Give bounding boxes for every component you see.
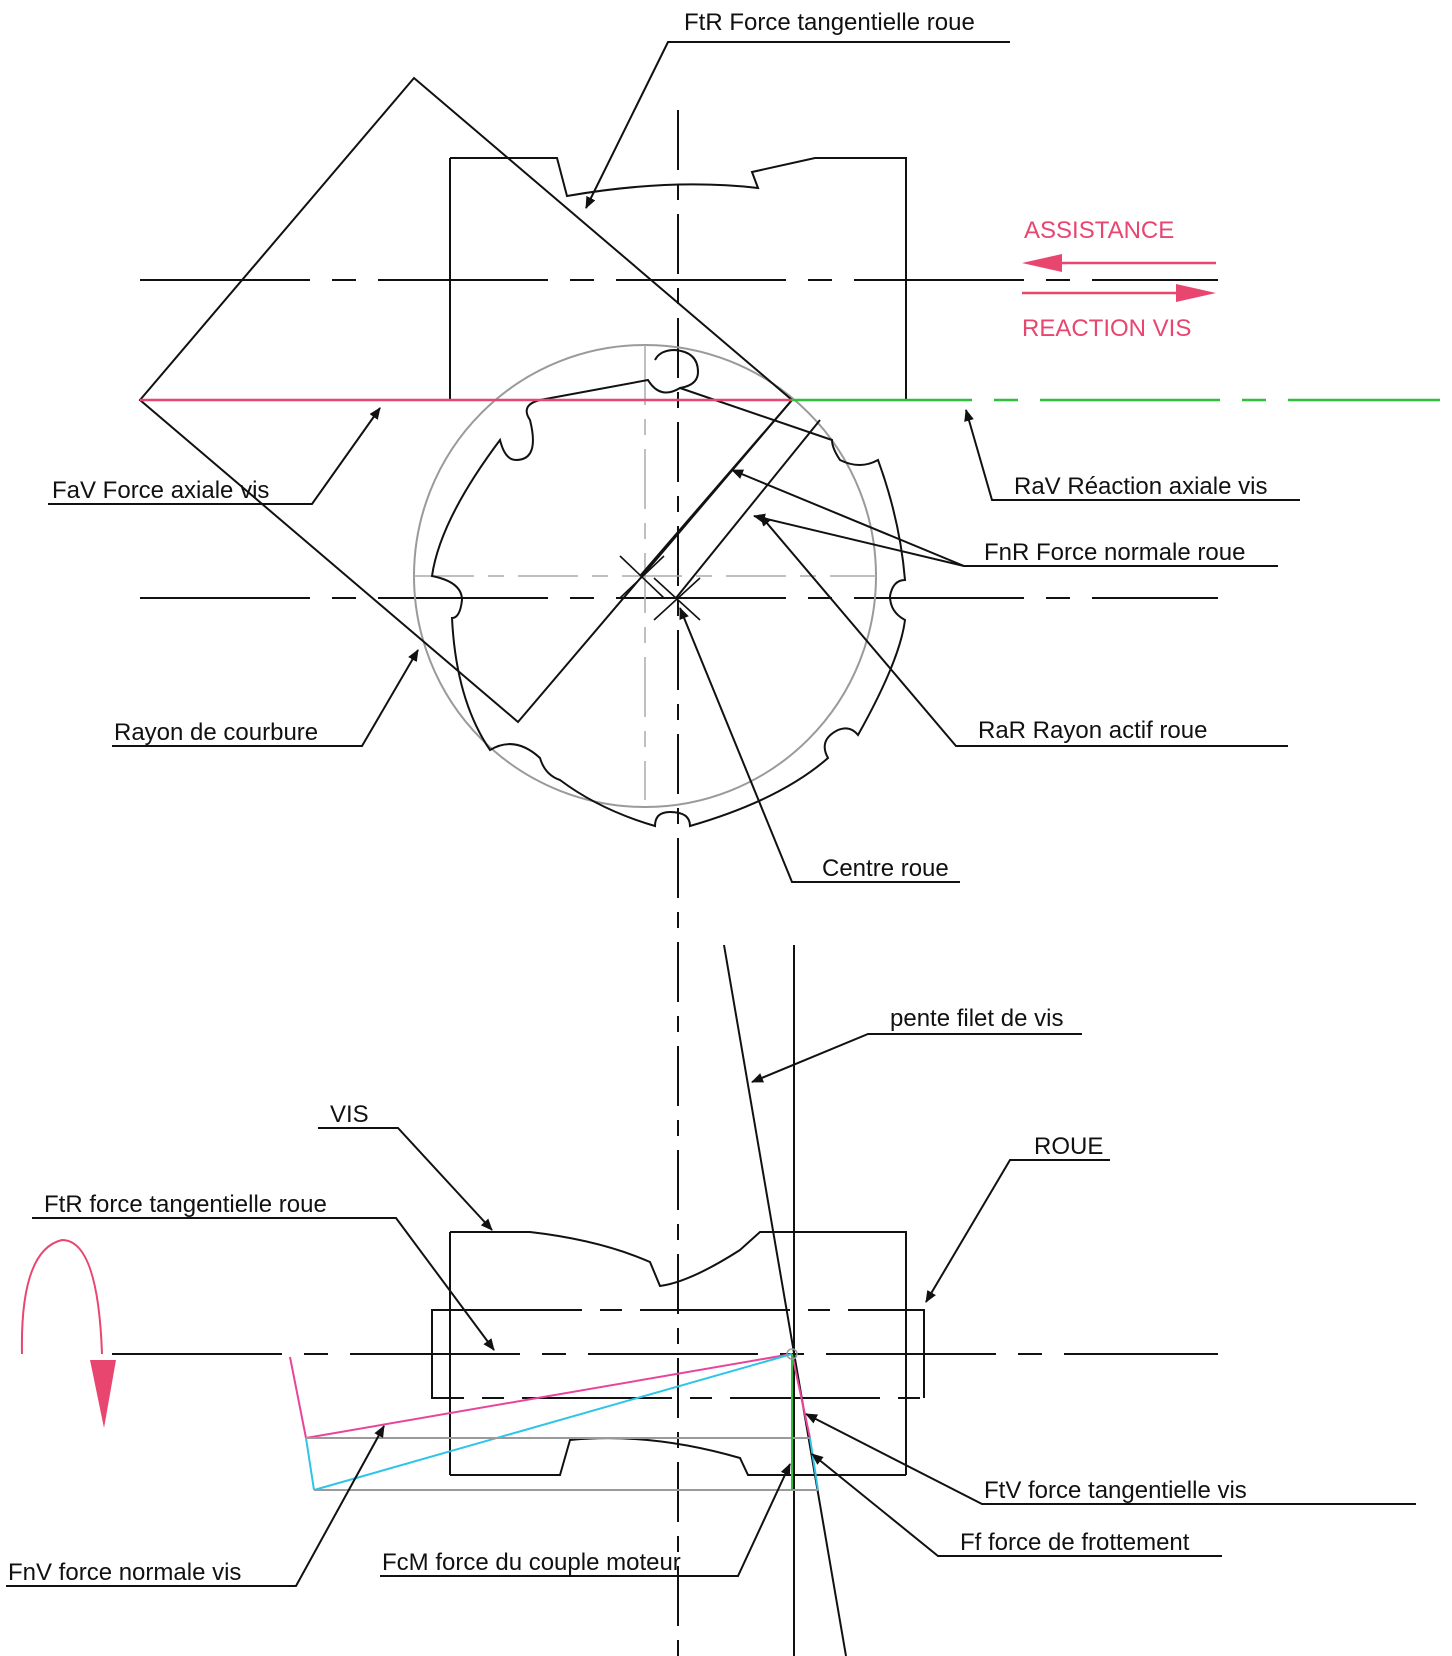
leader-vis <box>318 1127 493 1231</box>
leader-rav <box>964 409 1300 501</box>
worm-body-bottom-bottom-edge <box>450 1437 906 1476</box>
label-fav: FaV Force axiale vis <box>52 477 269 504</box>
reaction-vis-arrow <box>1022 284 1216 302</box>
contact-point <box>786 1348 798 1360</box>
fnv-cyan-line <box>313 1353 793 1491</box>
label-reaction-vis: REACTION VIS <box>1022 315 1191 342</box>
leader-rar <box>759 514 1288 747</box>
label-pente-filet: pente filet de vis <box>890 1005 1063 1032</box>
top-view <box>48 41 1440 1656</box>
polygon-cyan-side <box>305 1437 315 1491</box>
label-vis: VIS <box>330 1101 369 1128</box>
leader-fnv <box>6 1425 385 1587</box>
label-fnv: FnV force normale vis <box>8 1559 241 1586</box>
leader-fnr-2 <box>753 513 965 567</box>
leader-pente-filet <box>751 1033 1082 1083</box>
fnv-magenta-line <box>305 1353 793 1439</box>
leader-centre-roue <box>679 607 960 883</box>
label-ftr-bottom: FtR force tangentielle roue <box>44 1191 327 1218</box>
thread-slope-line <box>723 944 847 1656</box>
label-ff: Ff force de frottement <box>960 1529 1190 1556</box>
leader-fcm <box>380 1463 791 1577</box>
leader-rayon-courbure <box>112 649 419 747</box>
bottom-view <box>6 944 1416 1656</box>
leader-ftv <box>805 1413 1416 1505</box>
label-roue: ROUE <box>1034 1133 1103 1160</box>
fnr-line-1 <box>639 399 793 577</box>
label-centre-roue: Centre roue <box>822 855 949 882</box>
label-ftv: FtV force tangentielle vis <box>984 1477 1247 1504</box>
polygon-magenta-side <box>289 1356 307 1439</box>
center-cross-b2 <box>653 577 701 621</box>
label-ftr-top: FtR Force tangentielle roue <box>684 9 975 36</box>
leader-fav <box>48 407 381 505</box>
wheel-top-notch <box>654 348 700 389</box>
worm-body-top <box>450 157 907 400</box>
label-fnr: FnR Force normale roue <box>984 539 1245 566</box>
assistance-arrow <box>1022 254 1216 272</box>
label-rar: RaR Rayon actif roue <box>978 717 1207 744</box>
leader-ftr-top <box>585 41 1010 209</box>
label-assistance: ASSISTANCE <box>1024 217 1174 244</box>
ftv-magenta-line <box>791 1353 811 1439</box>
label-rayon-courbure: Rayon de courbure <box>114 719 318 746</box>
wheel-outline <box>430 378 907 828</box>
rotation-arrow <box>20 1238 116 1428</box>
leader-roue <box>925 1159 1110 1303</box>
fnr-line-2 <box>675 419 821 599</box>
label-fcm: FcM force du couple moteur <box>382 1549 681 1576</box>
leader-ftr-bottom <box>32 1217 495 1351</box>
ff-cyan-line <box>809 1437 819 1491</box>
leader-ff <box>811 1453 1222 1557</box>
center-cross-a2 <box>619 555 665 599</box>
label-rav: RaV Réaction axiale vis <box>1014 473 1267 500</box>
